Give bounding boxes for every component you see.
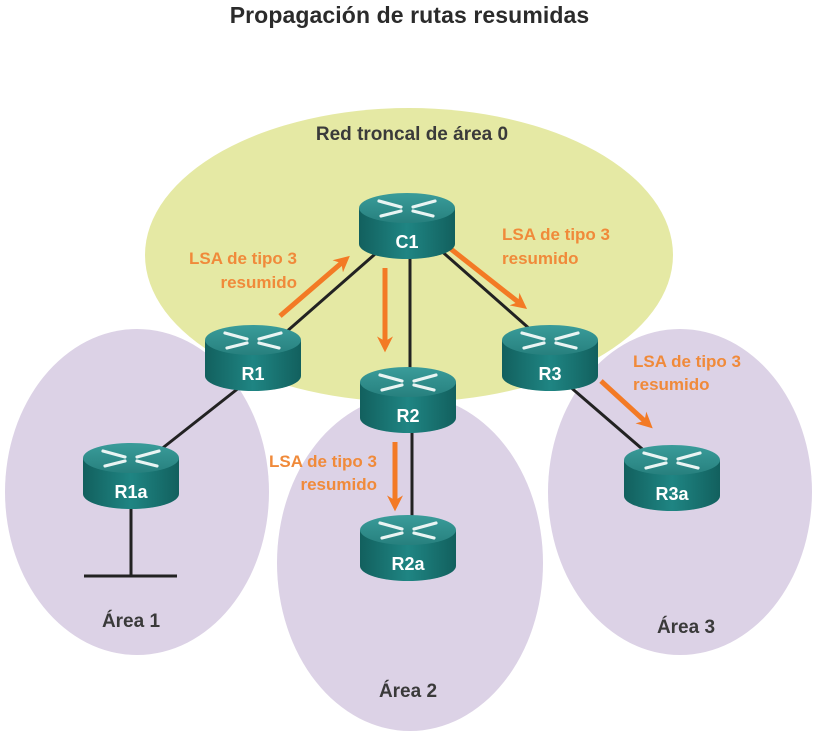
lsa-label-c1-r3-line2: resumido bbox=[502, 249, 579, 268]
router-label-r1: R1 bbox=[241, 364, 264, 384]
router-arrows-icon bbox=[642, 451, 702, 470]
router-arrows-icon bbox=[520, 331, 580, 350]
router-c1: C1 bbox=[359, 193, 455, 259]
router-label-r3a: R3a bbox=[655, 484, 689, 504]
router-top bbox=[360, 367, 456, 397]
lsa-label-r2-r2a-line1: LSA de tipo 3 bbox=[269, 452, 377, 471]
lsa-label-r1-c1-line1: LSA de tipo 3 bbox=[189, 249, 297, 268]
area-1-label: Área 1 bbox=[102, 610, 161, 632]
router-label-r3: R3 bbox=[538, 364, 561, 384]
lsa-arrow-r3-to-r3a bbox=[599, 379, 653, 429]
area-0-label: Red troncal de área 0 bbox=[316, 124, 508, 145]
router-arrows-icon bbox=[378, 373, 438, 392]
router-r2a: R2a bbox=[360, 515, 456, 581]
router-label-c1: C1 bbox=[395, 232, 418, 252]
router-arrows-icon bbox=[378, 521, 438, 540]
link-r3-r3a bbox=[567, 383, 649, 456]
link-c1-r3 bbox=[437, 246, 541, 340]
lsa-arrow-c1-to-r3 bbox=[440, 240, 528, 309]
link-r1-r1a bbox=[154, 385, 241, 456]
router-label-r2: R2 bbox=[396, 406, 419, 426]
lsa-label-r2-r2a-line2: resumido bbox=[300, 475, 377, 494]
router-r1: R1 bbox=[205, 325, 301, 391]
router-top bbox=[360, 515, 456, 545]
router-r1a: R1a bbox=[83, 443, 179, 509]
router-top bbox=[359, 193, 455, 223]
router-r3a: R3a bbox=[624, 445, 720, 511]
router-top bbox=[502, 325, 598, 355]
router-top bbox=[205, 325, 301, 355]
router-arrows-icon bbox=[223, 331, 283, 350]
router-r3: R3 bbox=[502, 325, 598, 391]
lsa-label-r3-r3a-line2: resumido bbox=[633, 375, 710, 394]
lsa-label-r1-c1-line2: resumido bbox=[220, 273, 297, 292]
router-r2: R2 bbox=[360, 367, 456, 433]
router-label-r1a: R1a bbox=[114, 482, 148, 502]
router-arrows-icon bbox=[377, 199, 437, 218]
lsa-label-r3-r3a-line1: LSA de tipo 3 bbox=[633, 352, 741, 371]
area-3-label: Área 3 bbox=[657, 616, 715, 638]
router-top bbox=[83, 443, 179, 473]
router-top bbox=[624, 445, 720, 475]
area-2-label: Área 2 bbox=[379, 680, 437, 702]
router-label-r2a: R2a bbox=[391, 554, 425, 574]
link-c1-r1 bbox=[276, 246, 383, 342]
router-arrows-icon bbox=[101, 449, 161, 468]
diagram-title: Propagación de rutas resumidas bbox=[229, 2, 590, 28]
lsa-label-c1-r3-line1: LSA de tipo 3 bbox=[502, 225, 610, 244]
lsa-arrow-r1-to-c1 bbox=[278, 255, 350, 318]
